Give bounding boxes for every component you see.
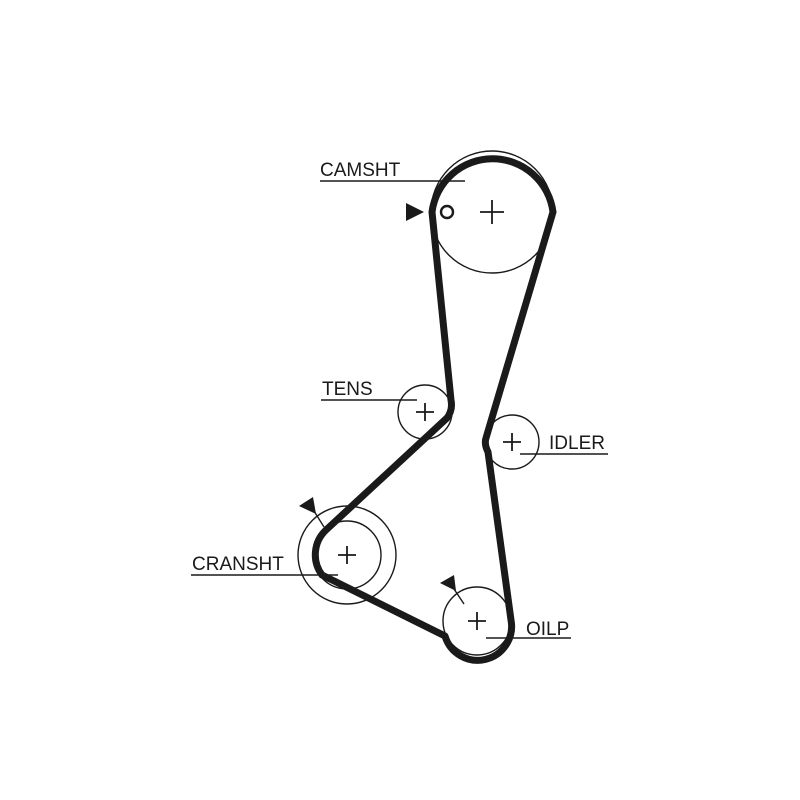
camshaft-label: CAMSHT: [320, 160, 401, 181]
tensioner-pulley: [397, 384, 453, 440]
crankshaft-label: CRANSHT: [192, 554, 284, 575]
oil-pump-timing-mark: [440, 575, 465, 605]
oil-pump-label: OILP: [526, 619, 569, 640]
crankshaft-timing-mark: [299, 497, 325, 528]
camshaft-timing-mark: [406, 203, 455, 221]
idler-label: IDLER: [549, 433, 605, 454]
timing-belt: [311, 155, 557, 664]
tensioner-label: TENS: [322, 379, 373, 400]
